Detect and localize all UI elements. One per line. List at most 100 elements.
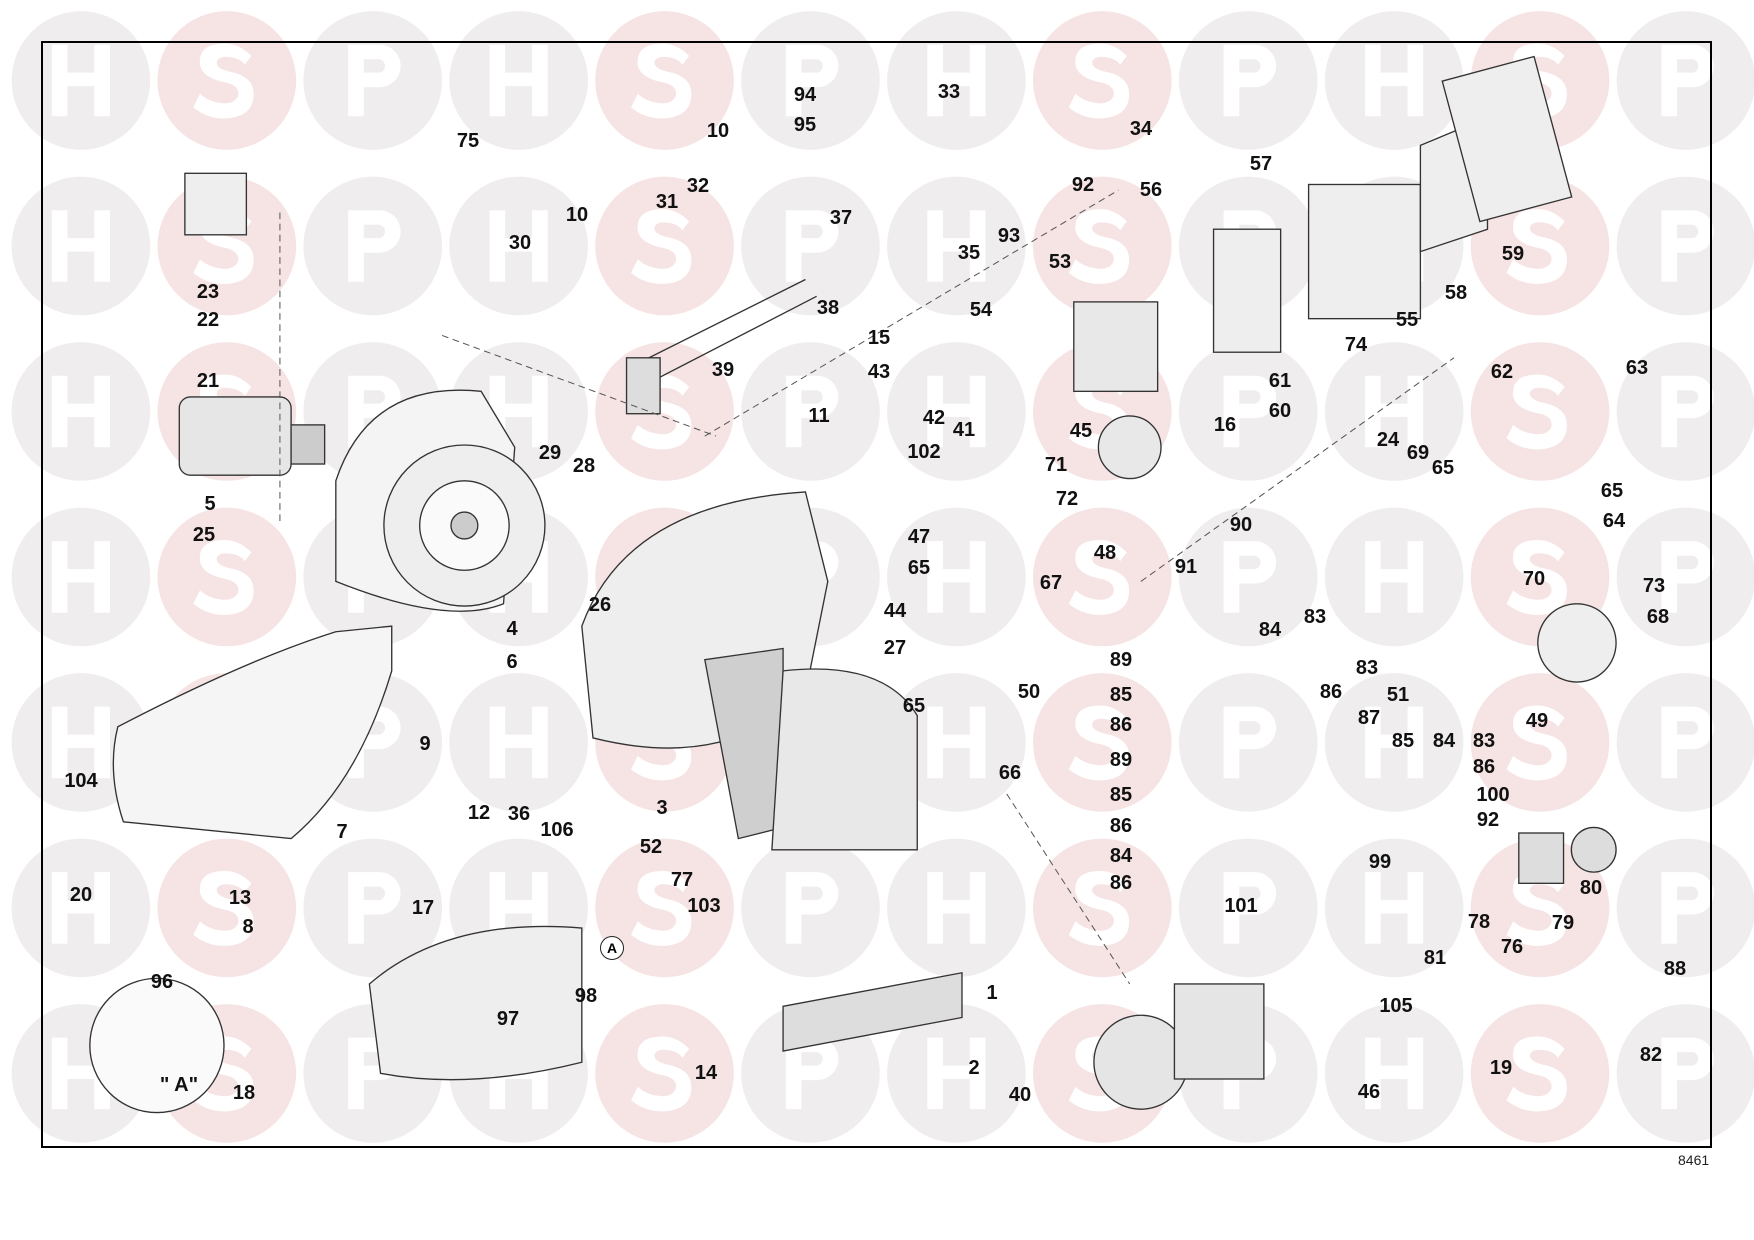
part-label-71[interactable]: 71 xyxy=(1044,454,1068,476)
part-label-8[interactable]: 8 xyxy=(242,916,254,938)
part-label-22[interactable]: 22 xyxy=(196,309,220,331)
part-label-78[interactable]: 78 xyxy=(1467,911,1491,933)
part-label-24[interactable]: 24 xyxy=(1376,429,1400,451)
part-label-92[interactable]: 92 xyxy=(1071,174,1095,196)
part-label-67[interactable]: 67 xyxy=(1039,572,1063,594)
part-label-16[interactable]: 16 xyxy=(1213,414,1237,436)
part-label-106[interactable]: 106 xyxy=(540,819,574,841)
part-label-65[interactable]: 65 xyxy=(902,695,926,717)
part-label-75[interactable]: 75 xyxy=(456,130,480,152)
part-label-77[interactable]: 77 xyxy=(670,869,694,891)
part-label-17[interactable]: 17 xyxy=(411,897,435,919)
part-label-89[interactable]: 89 xyxy=(1109,649,1133,671)
part-label-58[interactable]: 58 xyxy=(1444,282,1468,304)
part-label-61[interactable]: 61 xyxy=(1268,370,1292,392)
part-label-69[interactable]: 69 xyxy=(1406,442,1430,464)
part-label-10[interactable]: 10 xyxy=(565,204,589,226)
part-label-101[interactable]: 101 xyxy=(1224,895,1258,917)
part-label-64[interactable]: 64 xyxy=(1602,510,1626,532)
part-label-86[interactable]: 86 xyxy=(1472,756,1496,778)
part-label-59[interactable]: 59 xyxy=(1501,243,1525,265)
part-label-32[interactable]: 32 xyxy=(686,175,710,197)
part-label-88[interactable]: 88 xyxy=(1663,958,1687,980)
part-label-65[interactable]: 65 xyxy=(907,557,931,579)
part-label-85[interactable]: 85 xyxy=(1109,684,1133,706)
part-label-4[interactable]: 4 xyxy=(506,618,518,640)
part-label-52[interactable]: 52 xyxy=(639,836,663,858)
part-label-93[interactable]: 93 xyxy=(997,225,1021,247)
part-label-83[interactable]: 83 xyxy=(1355,657,1379,679)
part-label-54[interactable]: 54 xyxy=(969,299,993,321)
part-label-70[interactable]: 70 xyxy=(1522,568,1546,590)
part-label-81[interactable]: 81 xyxy=(1423,947,1447,969)
part-label-44[interactable]: 44 xyxy=(883,600,907,622)
part-label-18[interactable]: 18 xyxy=(232,1082,256,1104)
part-label-102[interactable]: 102 xyxy=(907,441,941,463)
part-label-14[interactable]: 14 xyxy=(694,1062,718,1084)
part-label-56[interactable]: 56 xyxy=(1139,179,1163,201)
part-label-83[interactable]: 83 xyxy=(1303,606,1327,628)
part-label-35[interactable]: 35 xyxy=(957,242,981,264)
part-label-45[interactable]: 45 xyxy=(1069,420,1093,442)
part-label-98[interactable]: 98 xyxy=(574,985,598,1007)
part-label-19[interactable]: 19 xyxy=(1489,1057,1513,1079)
part-label-55[interactable]: 55 xyxy=(1395,309,1419,331)
part-label-2[interactable]: 2 xyxy=(968,1057,980,1079)
part-label-48[interactable]: 48 xyxy=(1093,542,1117,564)
part-label-104[interactable]: 104 xyxy=(64,770,98,792)
part-label-13[interactable]: 13 xyxy=(228,887,252,909)
part-label-72[interactable]: 72 xyxy=(1055,488,1079,510)
part-label-97[interactable]: 97 xyxy=(496,1008,520,1030)
part-label-84[interactable]: 84 xyxy=(1432,730,1456,752)
part-label-90[interactable]: 90 xyxy=(1229,514,1253,536)
part-label-76[interactable]: 76 xyxy=(1500,936,1524,958)
part-label-68[interactable]: 68 xyxy=(1646,606,1670,628)
part-label-87[interactable]: 87 xyxy=(1357,707,1381,729)
part-label-11[interactable]: 11 xyxy=(808,405,830,427)
part-label-41[interactable]: 41 xyxy=(952,419,976,441)
part-label-6[interactable]: 6 xyxy=(506,651,518,673)
part-label-86[interactable]: 86 xyxy=(1109,815,1133,837)
part-label-37[interactable]: 37 xyxy=(829,207,853,229)
part-label-40[interactable]: 40 xyxy=(1008,1084,1032,1106)
part-label-20[interactable]: 20 xyxy=(69,884,93,906)
part-label-15[interactable]: 15 xyxy=(867,327,891,349)
part-label-99[interactable]: 99 xyxy=(1368,851,1392,873)
part-label-66[interactable]: 66 xyxy=(998,762,1022,784)
part-label-38[interactable]: 38 xyxy=(816,297,840,319)
part-label-A[interactable]: " A" xyxy=(159,1074,199,1096)
part-label-9[interactable]: 9 xyxy=(419,733,431,755)
part-label-53[interactable]: 53 xyxy=(1048,251,1072,273)
part-label-86[interactable]: 86 xyxy=(1109,872,1133,894)
part-label-96[interactable]: 96 xyxy=(150,971,174,993)
part-label-79[interactable]: 79 xyxy=(1551,912,1575,934)
part-label-50[interactable]: 50 xyxy=(1017,681,1041,703)
part-label-73[interactable]: 73 xyxy=(1642,575,1666,597)
part-label-34[interactable]: 34 xyxy=(1129,118,1153,140)
part-label-43[interactable]: 43 xyxy=(867,361,891,383)
part-label-65[interactable]: 65 xyxy=(1600,480,1624,502)
part-label-85[interactable]: 85 xyxy=(1391,730,1415,752)
part-label-29[interactable]: 29 xyxy=(538,442,562,464)
part-label-91[interactable]: 91 xyxy=(1174,556,1198,578)
part-label-1[interactable]: 1 xyxy=(986,982,998,1004)
part-label-10[interactable]: 10 xyxy=(706,120,730,142)
part-label-92[interactable]: 92 xyxy=(1476,809,1500,831)
part-label-26[interactable]: 26 xyxy=(588,594,612,616)
part-label-5[interactable]: 5 xyxy=(204,493,216,515)
part-label-86[interactable]: 86 xyxy=(1319,681,1343,703)
part-label-100[interactable]: 100 xyxy=(1476,784,1510,806)
part-label-80[interactable]: 80 xyxy=(1579,877,1603,899)
part-label-74[interactable]: 74 xyxy=(1344,334,1368,356)
part-label-51[interactable]: 51 xyxy=(1386,684,1410,706)
part-label-36[interactable]: 36 xyxy=(507,803,531,825)
part-label-49[interactable]: 49 xyxy=(1525,710,1549,732)
part-label-7[interactable]: 7 xyxy=(336,821,348,843)
part-label-62[interactable]: 62 xyxy=(1490,361,1514,383)
part-label-3[interactable]: 3 xyxy=(656,797,668,819)
part-label-57[interactable]: 57 xyxy=(1249,153,1273,175)
part-label-63[interactable]: 63 xyxy=(1625,357,1649,379)
part-label-46[interactable]: 46 xyxy=(1357,1081,1381,1103)
part-label-12[interactable]: 12 xyxy=(467,802,491,824)
part-label-23[interactable]: 23 xyxy=(196,281,220,303)
